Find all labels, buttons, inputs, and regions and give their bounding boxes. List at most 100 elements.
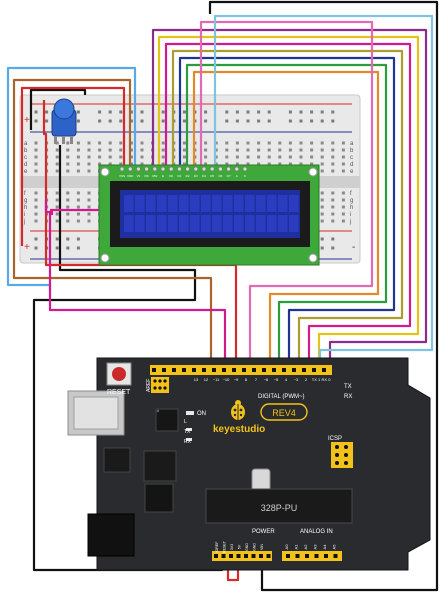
digital-pin-label: ~3 — [294, 377, 299, 382]
analog-pin-label: A0 — [284, 544, 289, 550]
lcd-pin — [144, 166, 149, 172]
analog-header-hole — [295, 554, 300, 558]
wire-purple — [151, 28, 428, 360]
rail-hole — [267, 110, 271, 114]
breadboard-hole — [161, 162, 165, 166]
breadboard-hole — [320, 198, 324, 202]
breadboard-hole — [246, 141, 250, 145]
breadboard-hole — [331, 148, 335, 152]
lcd-char-cell — [289, 215, 299, 232]
breadboard-hole — [299, 155, 303, 159]
rail-hole — [267, 119, 271, 123]
power-header-hole — [251, 554, 256, 558]
breadboard-hole — [140, 155, 144, 159]
power-pin-label: 3V3 — [230, 544, 234, 550]
rail-hole — [108, 110, 112, 114]
breadboard-hole — [341, 212, 345, 216]
wire-orange — [192, 70, 380, 360]
digital-header-hole — [202, 368, 206, 372]
icsp-right-hole — [335, 461, 339, 465]
lcd-pin-label: D5 — [210, 174, 214, 178]
lcd-pin-label: RS — [145, 174, 149, 178]
lcd-pin — [218, 166, 223, 172]
power-pin-label: VIN — [260, 544, 264, 550]
usb-chip — [155, 408, 179, 432]
lcd-pin — [127, 166, 133, 172]
lcd-pin-label: K — [244, 174, 246, 178]
lcd-character-cells — [124, 195, 299, 232]
breadboard-hole — [108, 155, 112, 159]
icsp-header-left — [151, 377, 169, 393]
breadboard-hole — [66, 198, 70, 202]
breadboard-hole — [299, 162, 303, 166]
breadboard-hole — [320, 162, 324, 166]
rail-hole — [98, 110, 102, 114]
lcd-char-cell — [267, 215, 277, 232]
lcd-char-cell — [146, 195, 156, 212]
breadboard-hole — [161, 141, 165, 145]
power-pin-label: RESET — [223, 540, 227, 553]
aref-label: AREF — [146, 379, 152, 392]
lcd-char-cell — [212, 195, 222, 212]
rail-hole — [98, 119, 102, 123]
rev-badge — [260, 403, 308, 421]
digital-pin-label: 7 — [255, 377, 258, 382]
breadboard-hole — [214, 155, 218, 159]
rail-hole — [34, 237, 38, 241]
digital-pin-label: 2 — [305, 377, 308, 382]
breadboard-hole — [320, 148, 324, 152]
wire-black-gnd — [29, 88, 87, 130]
power-pin-label: 5V — [238, 544, 242, 549]
icsp-label: ICSP — [328, 436, 342, 442]
breadboard-hole — [246, 148, 250, 152]
rail-minus-bottom: - — [352, 242, 355, 253]
lcd-pin-label: V0 — [137, 174, 141, 178]
rail-hole — [66, 246, 70, 250]
power-pin-label: IOREF — [215, 541, 219, 553]
breadboard-hole — [76, 155, 80, 159]
breadboard-hole — [34, 191, 38, 195]
wires — [6, 0, 439, 592]
breadboard-hole — [204, 141, 208, 145]
breadboard-hole — [182, 141, 186, 145]
lcd-char-cell — [146, 215, 156, 232]
breadboard-hole — [204, 162, 208, 166]
lcd-pin — [185, 166, 190, 172]
lcd-char-cell — [201, 215, 211, 232]
row-letter: g — [24, 198, 27, 204]
digital-pin-label: ~11 — [213, 377, 220, 382]
lcd-char-cell — [124, 215, 134, 232]
rail-hole — [45, 119, 49, 123]
breadboard-hole — [129, 155, 133, 159]
breadboard-hole — [246, 155, 250, 159]
row-letter: a — [350, 141, 354, 147]
lcd-pin — [234, 166, 240, 172]
digital-header-hole — [242, 368, 246, 372]
rx-led-label: RX — [184, 439, 192, 445]
wire-pink — [199, 20, 374, 360]
rail-hole — [140, 110, 144, 114]
bottom-header-holes — [214, 554, 338, 558]
analog-header-hole — [333, 554, 338, 558]
chip-label: 328P-PU — [261, 503, 298, 513]
rail-hole — [299, 110, 303, 114]
breadboard-hole — [34, 219, 38, 223]
breadboard-hole — [98, 141, 102, 145]
lcd-char-cell — [278, 195, 288, 212]
breadboard-hole — [76, 169, 80, 173]
tx-led-label: TX — [184, 429, 191, 435]
breadboard-hole — [119, 155, 123, 159]
breadboard-hole — [341, 148, 345, 152]
breadboard-hole — [278, 141, 282, 145]
lcd-pin-label: D6 — [218, 174, 222, 178]
rail-hole — [204, 119, 208, 123]
analog-header-hole — [286, 554, 290, 558]
analog-pin-label: A2 — [303, 544, 308, 550]
breadboard-hole — [320, 169, 324, 173]
power-label: POWER — [252, 529, 275, 535]
breadboard-hole — [129, 148, 133, 152]
pot-knob — [53, 98, 75, 120]
lcd-pin — [201, 166, 207, 172]
